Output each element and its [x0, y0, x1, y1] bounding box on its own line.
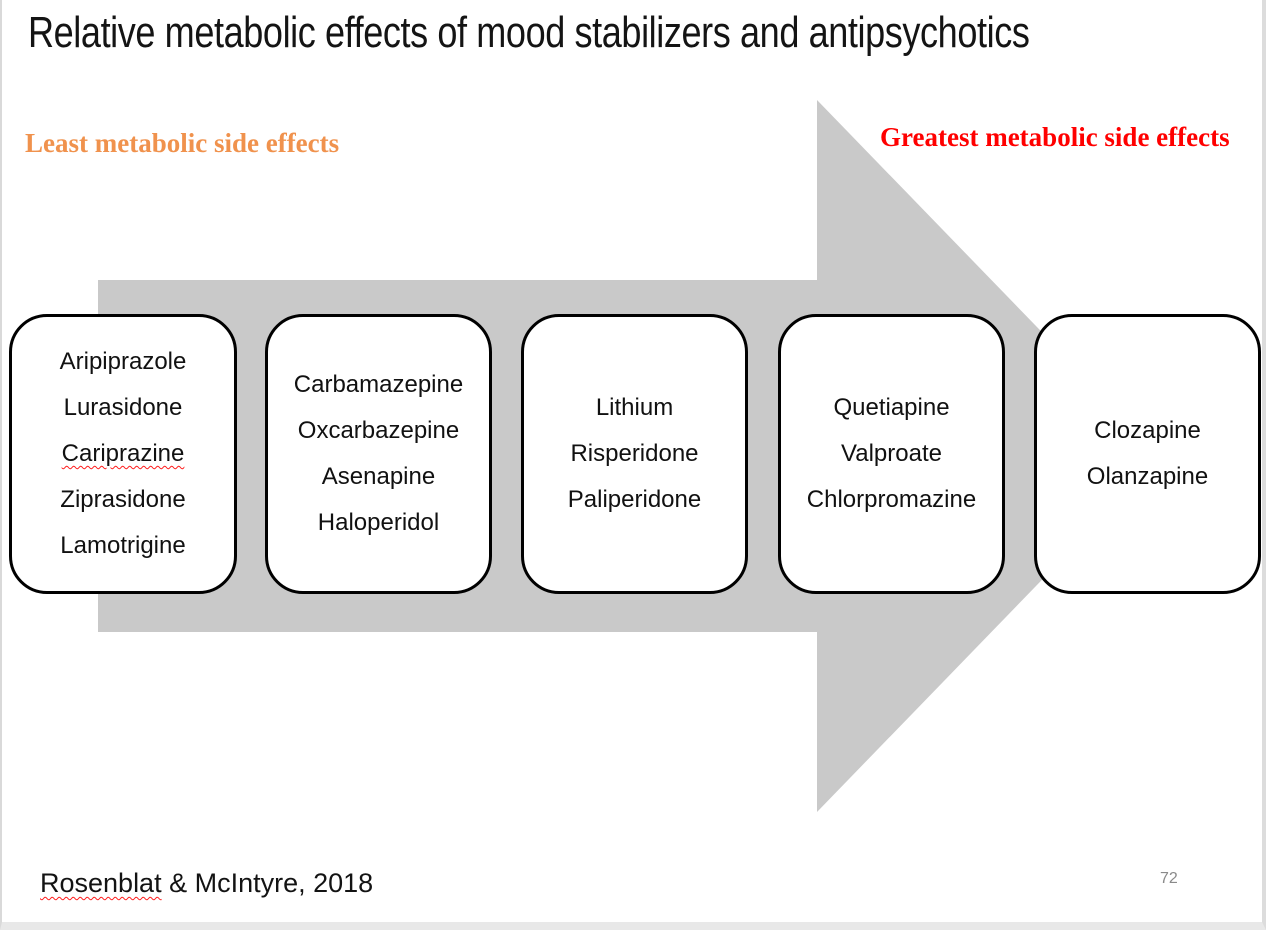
- drug-name: Ziprasidone: [60, 486, 186, 513]
- citation: Rosenblat & McIntyre, 2018: [40, 868, 373, 899]
- drug-name: Asenapine: [321, 463, 436, 490]
- citation-rest: & McIntyre, 2018: [161, 868, 374, 898]
- drug-name: Cariprazine: [61, 440, 185, 467]
- slide-title: Relative metabolic effects of mood stabi…: [28, 8, 1030, 57]
- drug-name: Lurasidone: [63, 394, 183, 421]
- drug-name: Aripiprazole: [59, 348, 187, 375]
- drug-group-2: Carbamazepine Oxcarbazepine Asenapine Ha…: [265, 314, 492, 594]
- drug-name: Paliperidone: [567, 486, 702, 513]
- least-effects-label: Least metabolic side effects: [25, 128, 340, 158]
- drug-name: Valproate: [841, 440, 942, 467]
- drug-name: Lithium: [595, 394, 674, 421]
- drug-group-3: Lithium Risperidone Paliperidone: [521, 314, 748, 594]
- drug-name: Quetiapine: [833, 394, 950, 421]
- drug-group-4: Quetiapine Valproate Chlorpromazine: [778, 314, 1005, 594]
- drug-name: Olanzapine: [1086, 463, 1209, 490]
- drug-name: Clozapine: [1094, 417, 1201, 444]
- drug-name: Chlorpromazine: [806, 486, 977, 513]
- citation-author: Rosenblat: [40, 868, 162, 898]
- drug-name: Risperidone: [570, 440, 699, 467]
- page-number: 72: [1160, 870, 1178, 887]
- greatest-effects-label: Greatest metabolic side effects: [880, 122, 1230, 152]
- drug-name: Haloperidol: [317, 509, 440, 536]
- drug-name: Oxcarbazepine: [297, 417, 460, 444]
- drug-name: Lamotrigine: [60, 532, 186, 559]
- drug-group-1-least: Aripiprazole Lurasidone Cariprazine Zipr…: [9, 314, 237, 594]
- drug-group-5-greatest: Clozapine Olanzapine: [1034, 314, 1261, 594]
- drug-name: Carbamazepine: [293, 371, 464, 398]
